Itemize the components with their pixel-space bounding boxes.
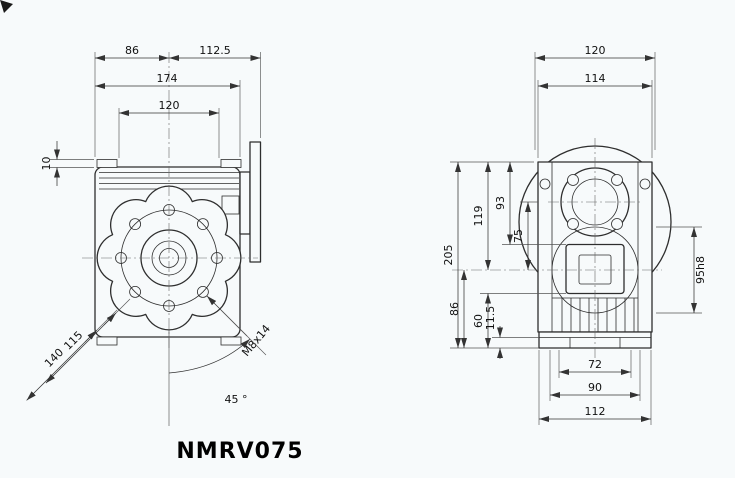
dim-174-label: 174 — [157, 72, 178, 85]
dim-140: 140 — [26, 330, 97, 401]
corner-bolt-right — [639, 178, 651, 190]
dim-90: 90 — [550, 381, 640, 398]
dim-120-front: 120 — [119, 99, 219, 116]
dim-112-5-label: 112.5 — [199, 44, 231, 57]
dim-112-side-label: 112 — [585, 405, 606, 418]
side-center-lines — [452, 138, 662, 362]
dim-72-label: 72 — [588, 358, 602, 371]
dim-114: 114 — [538, 72, 652, 89]
dim-45deg-label: 45 ° — [225, 393, 248, 406]
dim-10: 10 — [40, 141, 60, 186]
dim-205-label: 205 — [442, 245, 455, 266]
dim-45deg: 45 ° — [168, 310, 267, 426]
input-flange-plate — [249, 141, 262, 263]
front-center-lines — [82, 52, 258, 350]
dim-119: 119 — [472, 162, 491, 270]
dim-119-label: 119 — [472, 206, 485, 227]
corner-mark — [0, 0, 13, 13]
model-label: NMRV075 — [176, 439, 303, 464]
dim-120-side: 120 — [535, 44, 655, 61]
dim-60: 60 — [472, 293, 491, 348]
dim-95h8-label: 95h8 — [694, 256, 707, 284]
dim-112-side: 112 — [539, 405, 651, 422]
dim-93-label: 93 — [494, 196, 507, 210]
dim-11-5-label: 11.5 — [484, 306, 497, 331]
edge-strips — [551, 162, 639, 332]
dim-112-5: 112.5 — [169, 44, 261, 61]
side-view: 120 114 205 119 93 75 86 60 — [442, 44, 707, 425]
dim-115-label: 115 — [61, 329, 85, 353]
input-flange-neck — [239, 171, 251, 235]
front-view: 86 112.5 174 120 10 115 140 M8x1 — [26, 44, 273, 426]
dim-11-5: 11.5 — [484, 306, 503, 359]
dim-114-label: 114 — [585, 72, 606, 85]
dim-60-label: 60 — [472, 314, 485, 328]
dim-86-side: 86 — [448, 270, 467, 348]
dim-86-side-label: 86 — [448, 302, 461, 316]
dim-75-label: 75 — [512, 229, 525, 243]
dim-10-label: 10 — [40, 157, 53, 171]
dim-72: 72 — [559, 358, 631, 375]
dim-75: 75 — [512, 202, 531, 270]
dim-120-side-label: 120 — [585, 44, 606, 57]
dim-86-label: 86 — [125, 44, 139, 57]
corner-bolt-left — [539, 178, 551, 190]
dim-86: 86 — [95, 44, 169, 61]
dim-120-front-label: 120 — [159, 99, 180, 112]
dim-93: 93 — [494, 162, 513, 245]
dim-205: 205 — [442, 162, 461, 348]
dim-90-label: 90 — [588, 381, 602, 394]
worm-shaft-end — [221, 195, 240, 215]
dim-m8x14-label: M8x14 — [239, 322, 273, 359]
dim-95h8: 95h8 — [691, 227, 707, 313]
dim-174: 174 — [95, 72, 240, 89]
